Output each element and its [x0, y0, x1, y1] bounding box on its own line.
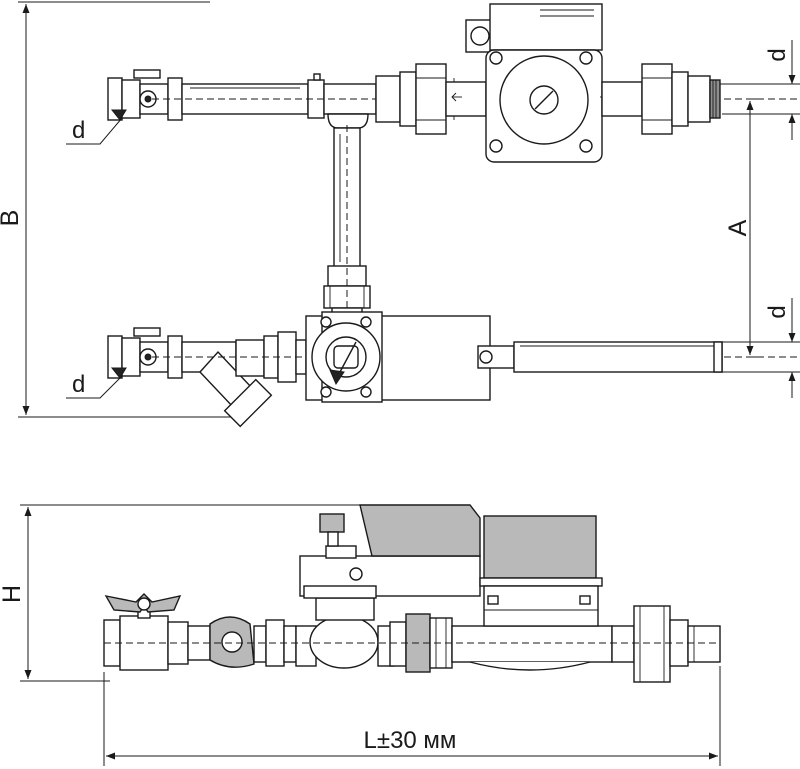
union-side: [389, 613, 453, 673]
mixing-valve-top: [305, 311, 723, 403]
mixing-valve-side: [295, 504, 481, 669]
ball-valve-bottom-left: [107, 327, 183, 379]
circulation-pump-top: [465, 3, 643, 163]
label-d-bottom-left: d: [72, 371, 85, 398]
dimension-l: L±30 мм: [103, 666, 721, 766]
top-view: B: [0, 1, 800, 428]
label-h: H: [0, 585, 26, 603]
ball-valve-top-left: [107, 69, 183, 121]
dimension-b: B: [0, 1, 245, 418]
label-d-top-right: d: [764, 48, 791, 61]
label-b: B: [0, 210, 24, 227]
union-side-right: [611, 605, 721, 683]
label-a: A: [724, 219, 752, 236]
upper-pipe-assembly: [107, 63, 800, 135]
label-l: L±30 мм: [364, 727, 457, 754]
dimension-h: H: [0, 504, 380, 682]
y-strainer: [199, 339, 273, 428]
dimension-right: A d d: [720, 40, 800, 398]
side-view: H: [0, 504, 721, 766]
y-strainer-side: [187, 616, 297, 668]
label-d-top-left: d: [72, 117, 85, 144]
union-top-right: [641, 63, 721, 135]
label-d-mid-right: d: [764, 305, 791, 318]
ball-valve-side: [103, 593, 189, 671]
dimension-left-d: d d: [66, 117, 123, 399]
circulation-pump-side: [451, 515, 613, 671]
